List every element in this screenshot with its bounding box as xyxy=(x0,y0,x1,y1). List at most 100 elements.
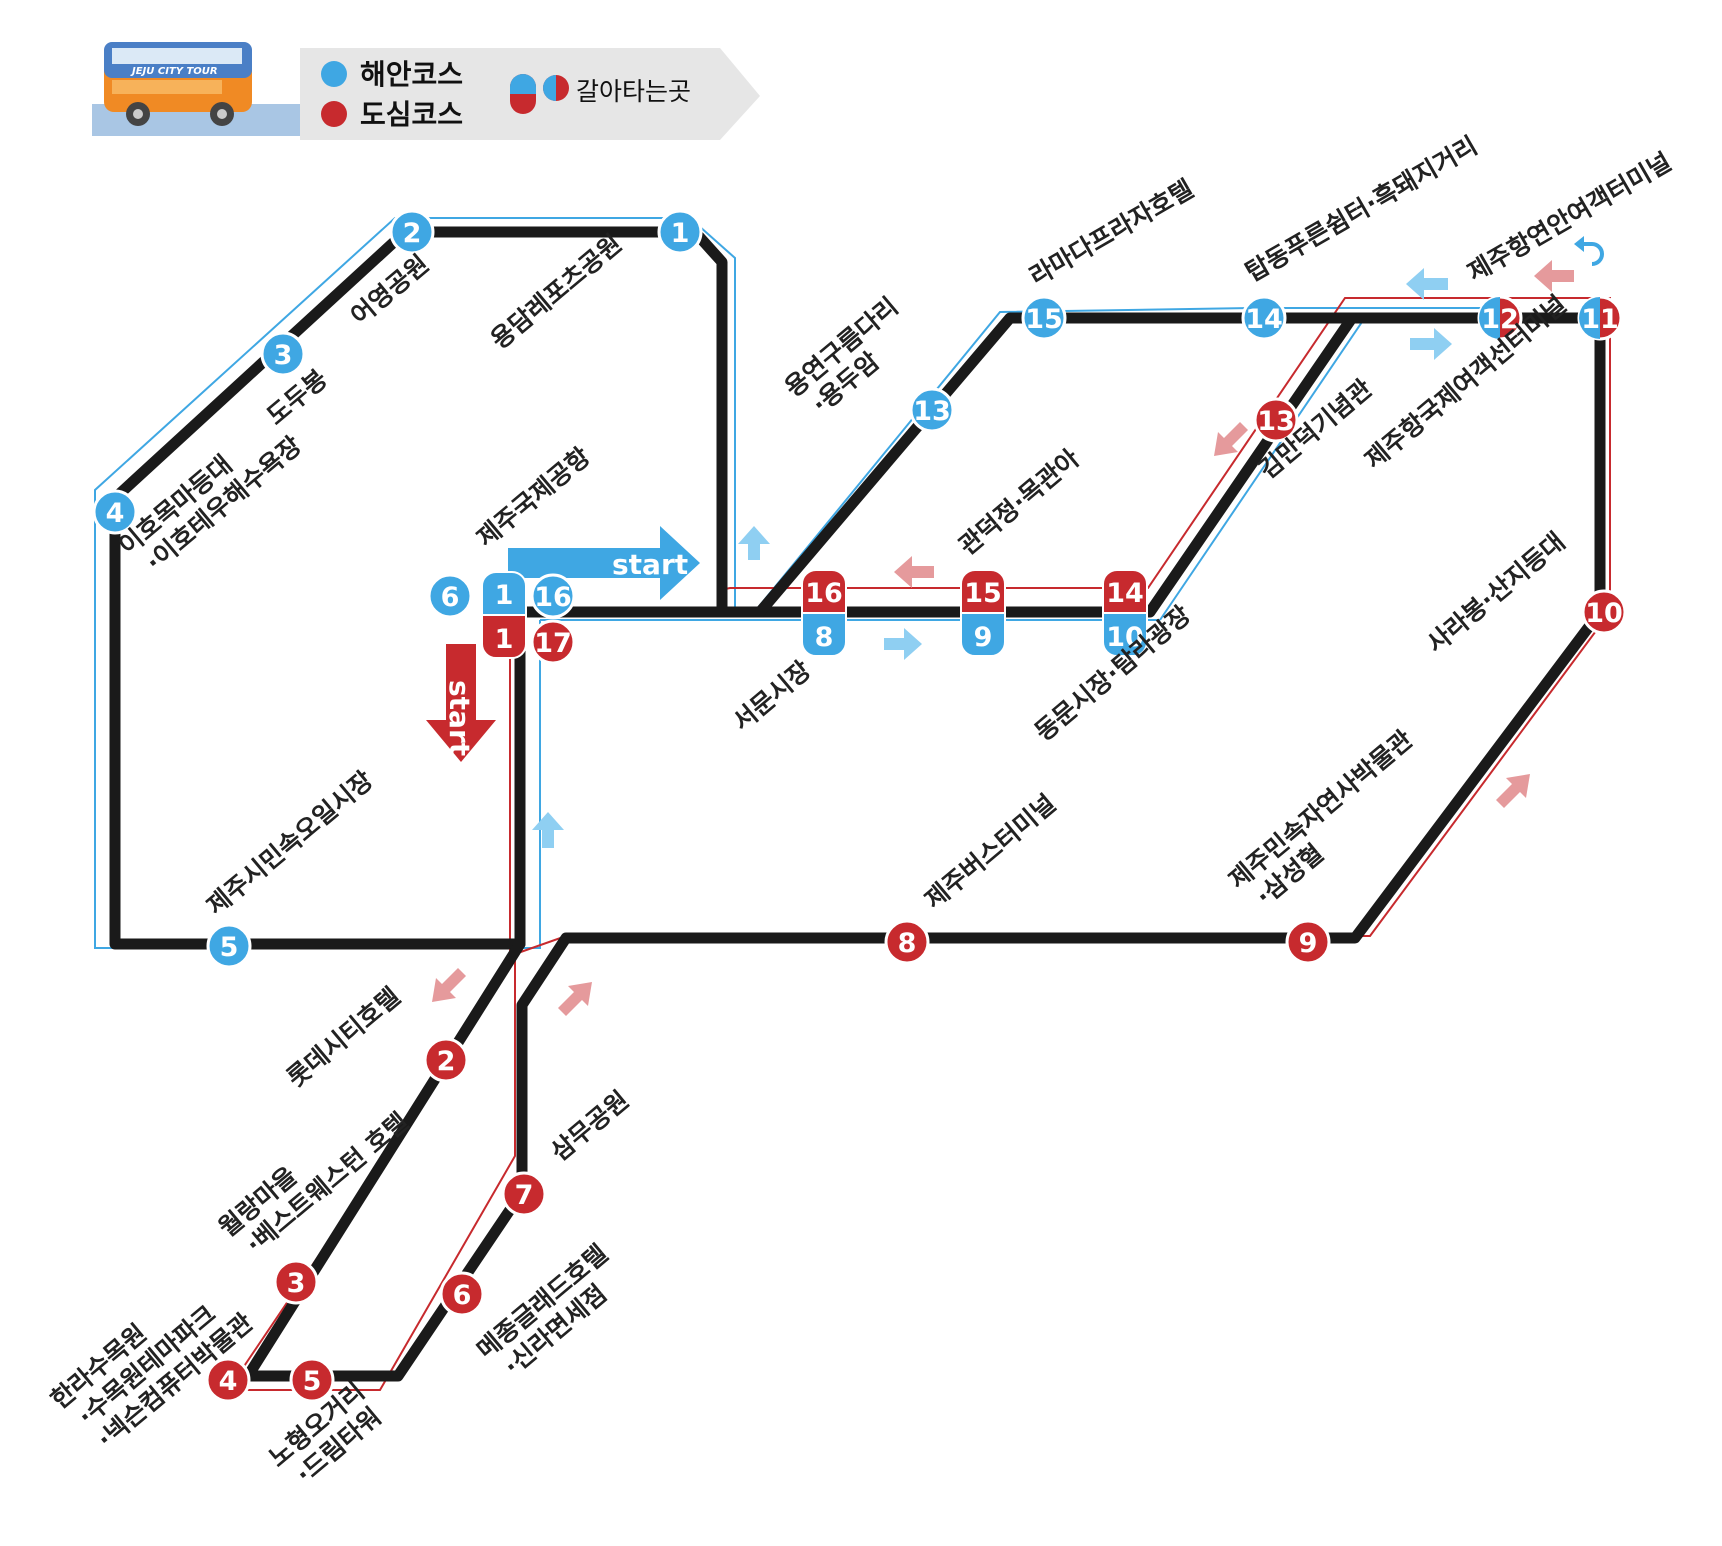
arrow-up-right-icon xyxy=(558,982,592,1016)
transfer-stop-8[interactable]: 168 xyxy=(801,569,847,657)
stop-number: 3 xyxy=(287,1268,306,1299)
transfer-stop-1[interactable]: 11 xyxy=(481,571,527,659)
place-label-yongdam: 용담레포츠공원 xyxy=(485,229,627,355)
downtown-stop-5[interactable]: 5 xyxy=(289,1357,335,1403)
stop-number: 1 xyxy=(495,624,514,655)
stop-number: 3 xyxy=(274,340,293,371)
stop-number: 10 xyxy=(1585,598,1623,629)
place-label-sarabong: 사라봉·산지등대 xyxy=(1421,527,1570,659)
direction-arrows xyxy=(432,236,1604,1016)
downtown-stop-2[interactable]: 2 xyxy=(423,1037,469,1083)
bus-label: JEJU CITY TOUR xyxy=(130,66,218,77)
downtown-stop-17[interactable]: 17 xyxy=(530,619,576,665)
stop-number: 4 xyxy=(106,498,125,529)
stop-number: 8 xyxy=(898,928,917,959)
stop-number: 10 xyxy=(1106,622,1144,653)
legend: JEJU CITY TOUR 해안코스 도심코스 갈아타는곳 xyxy=(92,42,760,140)
downtown-dot xyxy=(321,101,347,127)
stop-number: 2 xyxy=(403,218,422,249)
bus-icon: JEJU CITY TOUR xyxy=(104,42,252,126)
downtown-stop-7[interactable]: 7 xyxy=(501,1171,547,1217)
stop-number: 1 xyxy=(671,218,690,249)
stop-number: 5 xyxy=(220,932,239,963)
stop-number: 8 xyxy=(815,622,834,653)
arrow-up-icon xyxy=(532,812,564,848)
road xyxy=(109,226,1606,1382)
place-label-ramada: 라마다프라자호텔 xyxy=(1025,174,1199,291)
stop-number: 6 xyxy=(453,1280,472,1311)
place-label-ferry: 제주항연안여객터미널 xyxy=(1463,147,1677,287)
place-label-gwandeok: 관덕정·목관아 xyxy=(953,444,1085,561)
arrow-left-icon xyxy=(894,556,934,588)
stop-number: 12 xyxy=(1481,304,1519,335)
place-label-oil-market: 제주시민속오일시장 xyxy=(201,765,378,920)
place-label-maejong: 메종글래드호텔·신라면세점 xyxy=(471,1239,632,1388)
downtown-stop-8[interactable]: 8 xyxy=(884,919,930,965)
transfer-stop-12[interactable]: 12 xyxy=(1477,295,1523,341)
place-label-lotte: 롯데시티호텔 xyxy=(281,982,405,1093)
coastal-stop-1[interactable]: 1 xyxy=(657,209,703,255)
transfer-stop-11[interactable]: 11 xyxy=(1577,295,1623,341)
place-label-wollang: 월랑마을·베스트웨스턴 호텔 xyxy=(213,1084,413,1266)
place-label-iho: 이호목마등대·이호테우해수욕장 xyxy=(113,408,307,584)
place-label-yongyeon: 용연구름다리·용두암 xyxy=(779,292,923,426)
stop-number: 9 xyxy=(1299,928,1318,959)
downtown-stop-4[interactable]: 4 xyxy=(205,1357,251,1403)
place-label-airport: 제주국제공항 xyxy=(471,442,595,553)
downtown-stop-6[interactable]: 6 xyxy=(439,1271,485,1317)
downtown-stop-13[interactable]: 13 xyxy=(1253,397,1299,443)
stop-number: 11 xyxy=(1581,304,1619,335)
coastal-start-label: start xyxy=(612,548,688,581)
downtown-stop-10[interactable]: 10 xyxy=(1581,589,1627,635)
arrow-up-icon xyxy=(738,526,770,560)
arrow-down-left-icon xyxy=(1214,422,1248,456)
coastal-stop-4[interactable]: 4 xyxy=(92,489,138,535)
coastal-stop-6[interactable]: 6 xyxy=(427,573,473,619)
coastal-dot xyxy=(321,61,347,87)
arrow-left-icon xyxy=(1534,260,1574,292)
stop-number: 7 xyxy=(515,1180,534,1211)
stop-number: 13 xyxy=(913,396,951,427)
stop-number: 2 xyxy=(437,1046,456,1077)
downtown-start-label: start xyxy=(443,680,476,756)
stop-number: 17 xyxy=(534,628,572,659)
legend-downtown: 도심코스 xyxy=(360,98,463,131)
legend-transfer: 갈아타는곳 xyxy=(576,77,691,106)
arrow-down-left-icon xyxy=(432,968,466,1002)
stop-number: 5 xyxy=(303,1366,322,1397)
stop-number: 6 xyxy=(441,582,460,613)
coastal-stop-16[interactable]: 16 xyxy=(530,573,576,619)
stop-number: 13 xyxy=(1257,406,1295,437)
downtown-stop-9[interactable]: 9 xyxy=(1285,919,1331,965)
transfer-stop-9[interactable]: 159 xyxy=(960,569,1006,657)
coastal-stop-2[interactable]: 2 xyxy=(389,209,435,255)
stop-number: 14 xyxy=(1245,304,1283,335)
coastal-stop-5[interactable]: 5 xyxy=(206,923,252,969)
stop-number: 15 xyxy=(964,578,1002,609)
coastal-stop-13[interactable]: 13 xyxy=(909,387,955,433)
place-label-bus-terminal: 제주버스터미널 xyxy=(919,789,1061,915)
place-label-tapdong: 탑동푸른쉼터·흑돼지거리 xyxy=(1241,131,1483,287)
stop-number: 16 xyxy=(534,582,572,613)
place-label-dodubong: 도두봉 xyxy=(261,364,333,431)
place-label-eoyeong: 어영공원 xyxy=(345,249,434,330)
coastal-stop-15[interactable]: 15 xyxy=(1021,295,1067,341)
arrow-right-icon xyxy=(884,628,922,660)
arrow-left-icon xyxy=(1406,268,1448,300)
coastal-stop-14[interactable]: 14 xyxy=(1241,295,1287,341)
downtown-stop-3[interactable]: 3 xyxy=(273,1259,319,1305)
stop-number: 14 xyxy=(1106,578,1144,609)
coastal-start-arrow: start xyxy=(508,526,700,600)
stop-number: 16 xyxy=(805,578,843,609)
u-turn-icon xyxy=(1582,242,1604,266)
transfer-pill-icon xyxy=(510,74,569,114)
place-label-samu: 삼무공원 xyxy=(545,1085,634,1166)
arrow-up-right-icon xyxy=(1496,774,1530,808)
stop-number: 15 xyxy=(1025,304,1063,335)
downtown-start-arrow: start xyxy=(426,644,496,762)
coastal-stop-3[interactable]: 3 xyxy=(260,331,306,377)
legend-coastal: 해안코스 xyxy=(360,58,463,91)
